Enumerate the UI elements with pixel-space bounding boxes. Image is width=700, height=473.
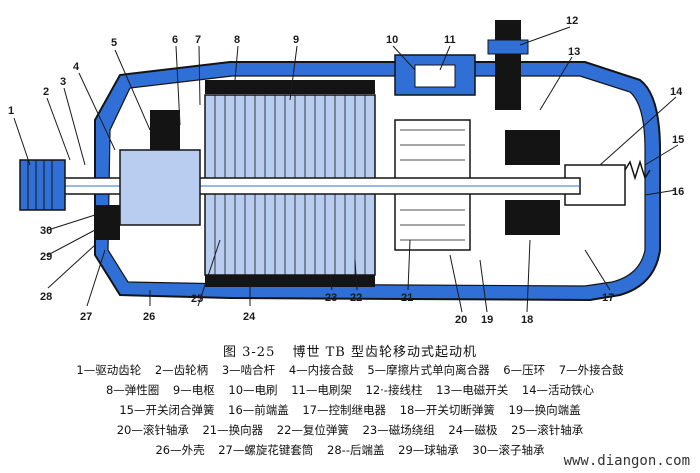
callout-26: 26 (143, 311, 155, 323)
legend-item: 14—活动铁心 (521, 383, 595, 397)
callout-4: 4 (73, 61, 80, 73)
callout-7: 7 (195, 34, 201, 46)
callout-22: 22 (350, 292, 362, 304)
legend-item: 30—滚子轴承 (472, 443, 545, 457)
commutator-bars (400, 129, 465, 241)
callout-1: 1 (8, 105, 14, 117)
callout-13: 13 (568, 46, 580, 58)
legend-row: 1—驱动齿轮 2—齿轮柄 3—啮合杆 4—内接合鼓 5—摩擦片式单向离合器 6—… (0, 362, 700, 380)
terminal-post (495, 20, 521, 110)
legend-row: 8—弹性圈 9—电枢 10—电刷 11—电刷架 12·-接线柱 13—电磁开关 … (0, 382, 700, 400)
legend-item: 17—控制继电器 (302, 403, 387, 417)
solenoid-winding-bottom (505, 200, 560, 235)
leader-lines (13, 26, 679, 313)
legend-item: 8—弹性圈 (105, 383, 160, 397)
legend-item: 10—电刷 (228, 383, 278, 397)
callout-20: 20 (455, 314, 467, 326)
switch-spring (624, 159, 651, 181)
starter-motor-diagram: 1 2 3 4 5 6 7 8 9 10 11 12 13 14 15 16 1… (8, 15, 684, 326)
callout-18: 18 (521, 314, 533, 326)
drive-pinion (19, 159, 66, 211)
field-winding-bottom (205, 275, 375, 287)
callout-25: 25 (191, 293, 203, 305)
legend-item: 25—滚针轴承 (511, 423, 584, 437)
callout-3: 3 (60, 76, 66, 88)
legend-item: 3—啮合杆 (221, 363, 276, 377)
legend-item: 1—驱动齿轮 (76, 363, 142, 377)
callout-21: 21 (401, 292, 413, 304)
field-winding-top (205, 80, 375, 94)
figure-title: 博世 TB 型齿轮移动式起动机 (292, 345, 477, 360)
brush (414, 64, 456, 88)
legend-item: 27—螺旋花键套筒 (218, 443, 314, 457)
legend-item: 2—齿轮柄 (154, 363, 209, 377)
callout-12: 12 (566, 15, 578, 27)
legend-item: 7—外接合鼓 (558, 363, 624, 377)
clutch-plates (150, 110, 180, 150)
clutch (119, 149, 201, 226)
callout-8: 8 (234, 34, 240, 46)
callout-15: 15 (672, 134, 684, 146)
solenoid-winding-top (505, 130, 560, 165)
callout-11: 11 (444, 34, 456, 46)
legend-item: 5—摩擦片式单向离合器 (367, 363, 490, 377)
callout-9: 9 (293, 34, 299, 46)
callout-6: 6 (172, 34, 178, 46)
legend-item: 19—换向端盖 (508, 403, 581, 417)
rear-bearing (95, 205, 120, 240)
callout-2: 2 (43, 86, 49, 98)
callout-5: 5 (111, 37, 117, 49)
legend-row: 20—滚针轴承 21—换向器 22—复位弹簧 23—磁场绕组 24—磁极 25—… (0, 422, 700, 440)
legend-item: 15—开关闭合弹簧 (119, 403, 215, 417)
legend-item: 26—外壳 (155, 443, 205, 457)
legend-row: 15—开关闭合弹簧 16—前端盖 17—控制继电器 18—开关切断弹簧 19—换… (0, 402, 700, 420)
terminal-nut (487, 39, 529, 55)
legend-item: 13—电磁开关 (436, 383, 509, 397)
legend-item: 16—前端盖 (228, 403, 289, 417)
legend-item: 18—开关切断弹簧 (399, 403, 495, 417)
callout-19: 19 (481, 314, 493, 326)
legend-item: 29—球轴承 (398, 443, 459, 457)
legend-item: 12·-接线柱 (365, 383, 423, 397)
callout-30: 30 (40, 225, 52, 237)
pinion-teeth (27, 160, 53, 210)
figure-number: 图 3-25 (223, 345, 276, 360)
callout-29: 29 (40, 251, 52, 263)
callout-labels: 1 2 3 4 5 6 7 8 9 10 11 12 13 14 15 16 1… (8, 15, 684, 326)
legend-item: 4—内接合鼓 (288, 363, 354, 377)
legend-item: 20—滚针轴承 (116, 423, 189, 437)
figure-caption: 图 3-25 博世 TB 型齿轮移动式起动机 (0, 341, 700, 360)
callout-14: 14 (670, 86, 683, 98)
callout-10: 10 (386, 34, 398, 46)
legend-item: 21—换向器 (202, 423, 264, 437)
callout-27: 27 (80, 311, 92, 323)
callout-17: 17 (602, 292, 614, 304)
legend-item: 11—电刷架 (291, 383, 352, 397)
callout-28: 28 (40, 291, 52, 303)
callout-23: 23 (325, 292, 337, 304)
legend-row: 26—外壳 27—螺旋花键套筒 28--后端盖 29—球轴承 30—滚子轴承 (0, 442, 700, 460)
legend-item: 24—磁极 (448, 423, 498, 437)
legend-item: 9—电枢 (172, 383, 215, 397)
legend-item: 28--后端盖 (327, 443, 385, 457)
callout-16: 16 (672, 186, 684, 198)
legend-item: 22—复位弹簧 (276, 423, 349, 437)
legend-item: 23—磁场绕组 (362, 423, 435, 437)
watermark: www.diangon.com (563, 453, 690, 469)
legend-item: 6—压环 (503, 363, 546, 377)
callout-24: 24 (243, 311, 256, 323)
